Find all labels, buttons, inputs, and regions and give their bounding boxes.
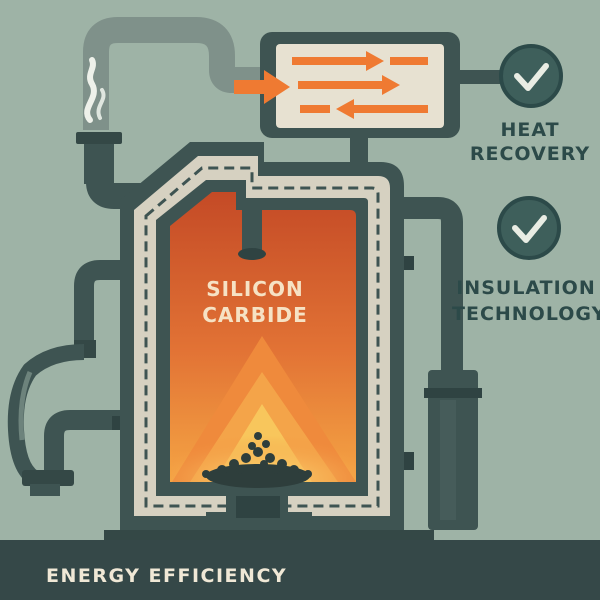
left-coil-pipe bbox=[7, 344, 85, 485]
insulation-label-line1: INSULATION bbox=[456, 277, 596, 299]
check-icon bbox=[497, 196, 561, 260]
heat-recovery-label-line1: HEAT bbox=[500, 119, 560, 141]
chamber-label-line1: SILICON bbox=[206, 277, 304, 301]
chamber-label: SILICON CARBIDE bbox=[170, 276, 340, 328]
steam-icon bbox=[84, 57, 97, 123]
insulation-label: INSULATION TECHNOLOGY bbox=[452, 275, 600, 327]
chamber-label-line2: CARBIDE bbox=[202, 303, 308, 327]
check-icon bbox=[499, 44, 563, 108]
charge-particles bbox=[202, 432, 312, 488]
electrode bbox=[242, 200, 262, 252]
heat-recovery-label: HEAT RECOVERY bbox=[455, 118, 600, 166]
silicon-carbide-chamber bbox=[170, 192, 356, 482]
exhaust-duct bbox=[83, 17, 262, 130]
footer-title: ENERGY EFFICIENCY bbox=[46, 565, 288, 587]
footer-band bbox=[0, 540, 600, 600]
chimney-pipe bbox=[84, 140, 114, 184]
heat-recovery-label-line2: RECOVERY bbox=[469, 143, 591, 165]
heat-exchanger-arrows-icon bbox=[234, 51, 428, 119]
insulation-label-line2: TECHNOLOGY bbox=[452, 303, 600, 325]
